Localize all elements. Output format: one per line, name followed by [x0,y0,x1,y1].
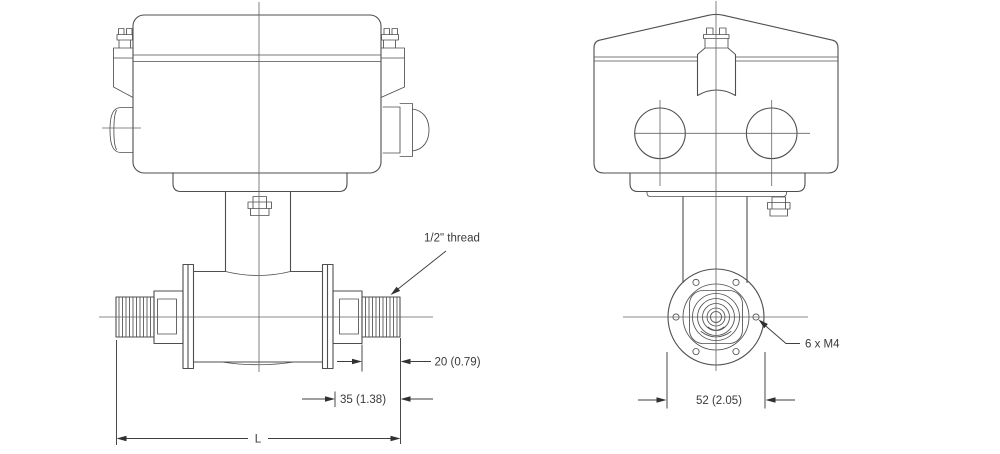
housing-end-outline [593,13,839,174]
sensor-pipe-body [115,263,401,370]
neck-bolt [247,196,272,216]
housing-end-lid-seam [593,56,839,62]
dim-fitting-length-label: 35 (1.38) [340,394,386,406]
neck-bolt-end [767,196,791,217]
housing-lid-seam [132,54,382,62]
dim-flange-width-label: 52 (2.05) [696,395,742,407]
cable-glands [102,103,430,157]
dim-thread-length-label: 20 (0.79) [435,357,481,369]
housing-brackets [113,28,405,98]
base-plate-step [646,191,787,197]
thread-size-label: 1/2" thread [424,233,480,245]
base-plate-end [629,172,806,193]
bolt-pattern-label: 6 x M4 [805,339,840,351]
side-view-dimensions: 20 (0.79) 35 (1.38) L 1/2" thread [116,233,481,446]
bolt-holes [672,278,760,356]
electronics-housing [132,14,382,174]
thread-stubs [115,296,401,338]
end-view: 52 (2.05) 6 x M4 [593,1,840,409]
end-view-dimensions: 52 (2.05) 6 x M4 [638,319,840,409]
base-plate [172,172,348,193]
side-view: 20 (0.79) 35 (1.38) L 1/2" thread [99,2,481,446]
end-view-centerlines [623,1,808,371]
gland-entry-holes [634,100,810,186]
neck-end [682,195,748,284]
neck [224,190,292,276]
top-connector [696,27,737,97]
side-view-centerlines [99,2,433,372]
dim-overall-length-label: L [255,434,262,446]
